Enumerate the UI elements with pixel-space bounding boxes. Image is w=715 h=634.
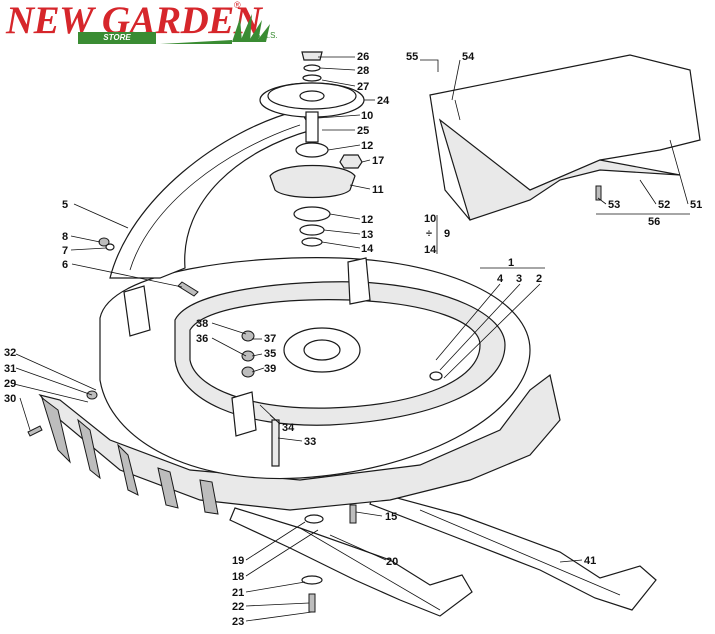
part-callout-27: 27	[357, 81, 369, 93]
part-callout-56: 56	[648, 216, 660, 228]
part-callout-9: 9	[444, 228, 450, 240]
part-callout-21: 21	[232, 587, 244, 599]
part-callout-51: 51	[690, 199, 702, 211]
part-callout-41: 41	[584, 555, 596, 567]
logo-store-banner: STORE	[78, 32, 156, 44]
part-callout-2: 2	[536, 273, 542, 285]
part-callout-24: 24	[377, 95, 390, 107]
discharge-chute	[429, 54, 701, 221]
part-callout-34: 34	[282, 422, 295, 434]
part-callout-31: 31	[4, 363, 16, 375]
part-callout-22: 22	[232, 601, 244, 613]
part-callout-8: 8	[62, 231, 68, 243]
part-callout-div: ÷	[426, 228, 432, 240]
part-callout-54: 54	[462, 51, 475, 63]
part-callout-17: 17	[372, 155, 384, 167]
part-callout-23: 23	[232, 616, 244, 628]
mower-deck	[99, 257, 531, 480]
part-callout-32: 32	[4, 347, 16, 359]
part-callout-29: 29	[4, 378, 16, 390]
part-callout-33: 33	[304, 436, 316, 448]
part-callout-39: 39	[264, 363, 276, 375]
part-callout-15: 15	[385, 511, 397, 523]
right-blade	[369, 491, 657, 611]
part-callout-35: 35	[264, 348, 276, 360]
part-callout-13: 13	[361, 229, 373, 241]
part-callout-1: 1	[508, 257, 514, 269]
part-callout-52: 52	[658, 199, 670, 211]
part-callout-30: 30	[4, 393, 16, 405]
hardware	[27, 185, 602, 613]
part-callout-14b: 14	[424, 244, 437, 256]
part-callout-12b: 12	[361, 214, 373, 226]
part-callout-5: 5	[62, 199, 68, 211]
logo-grass-icon	[160, 14, 270, 44]
part-callout-18: 18	[232, 571, 244, 583]
part-callout-12a: 12	[361, 140, 373, 152]
part-callout-20: 20	[386, 556, 398, 568]
leader-lines	[13, 56, 690, 622]
part-callout-19: 19	[232, 555, 244, 567]
part-callout-6: 6	[62, 259, 68, 271]
part-callout-3: 3	[516, 273, 522, 285]
part-callout-11: 11	[372, 184, 384, 196]
part-callout-7: 7	[62, 245, 68, 257]
part-callout-53: 53	[608, 199, 620, 211]
part-callout-36: 36	[196, 333, 208, 345]
part-callout-14a: 14	[361, 243, 374, 255]
spindle-assembly	[259, 51, 365, 247]
part-callout-37: 37	[264, 333, 276, 345]
part-callout-38: 38	[196, 318, 208, 330]
part-callout-10a: 10	[361, 110, 373, 122]
deck-skirt	[38, 373, 561, 515]
part-callout-55: 55	[406, 51, 418, 63]
logo-registered-mark: ®	[234, 0, 241, 10]
part-callout-25: 25	[357, 125, 369, 137]
part-callout-28: 28	[357, 65, 369, 77]
part-callout-26: 26	[357, 51, 369, 63]
part-callout-4: 4	[497, 273, 504, 285]
part-callout-10b: 10	[424, 213, 436, 225]
